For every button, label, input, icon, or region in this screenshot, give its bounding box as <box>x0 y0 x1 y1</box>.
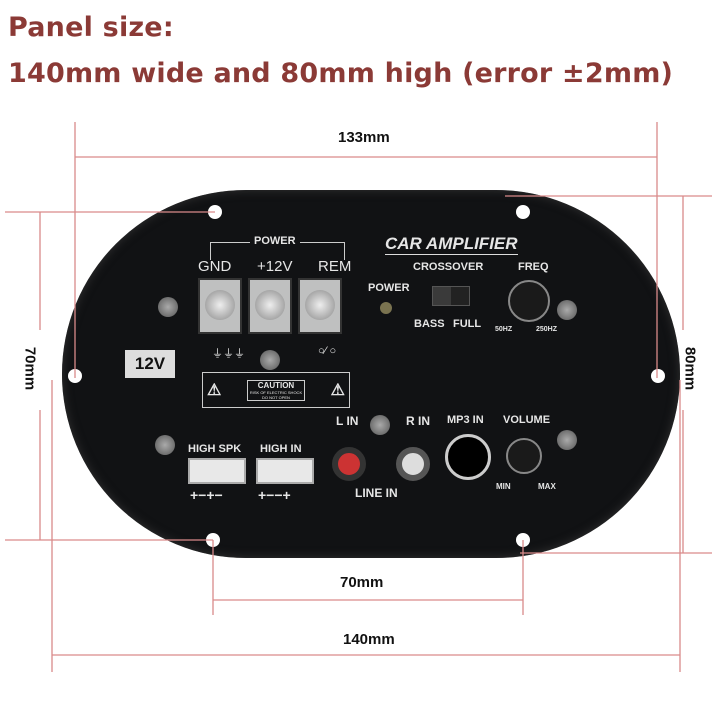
power-group-label: POWER <box>250 235 300 247</box>
crossover-bass: BASS <box>414 318 445 330</box>
freq-min-label: 50HZ <box>495 326 513 333</box>
dim-133mm: 133mm <box>338 129 390 146</box>
terminal-label-rem: REM <box>318 258 352 275</box>
terminal-label-12v: +12V <box>257 258 293 275</box>
warning-lightning-icon: ⚠ <box>207 382 222 399</box>
screw-icon <box>155 435 175 455</box>
caution-label: ⚠ CAUTION RISK OF ELECTRIC SHOCK DO NOT … <box>202 372 350 408</box>
r-in-label: R IN <box>406 414 430 428</box>
dim-70mm-horizontal: 70mm <box>340 574 384 591</box>
freq-max-label: 250HZ <box>536 326 558 333</box>
screw-icon <box>255 290 285 320</box>
dim-80mm: 80mm <box>681 346 699 391</box>
power-led <box>380 302 392 314</box>
high-in-polarity: +−−+ <box>258 487 291 503</box>
power-led-label: POWER <box>368 282 410 294</box>
heading-line2: 140mm wide and 80mm high (error ±2mm) <box>8 58 674 89</box>
warning-exclamation-icon: ⚠ <box>330 382 345 399</box>
dim-70mm-vertical: 70mm <box>21 346 39 391</box>
mount-hole <box>516 205 530 219</box>
volume-knob[interactable] <box>506 438 542 474</box>
terminal-block <box>198 278 342 334</box>
screw-icon <box>370 415 390 435</box>
volume-label: VOLUME <box>503 414 551 426</box>
screw-icon <box>305 290 335 320</box>
mp3-in-label: MP3 IN <box>447 414 484 426</box>
screw-icon <box>557 430 577 450</box>
rca-left-input[interactable] <box>332 447 366 481</box>
caution-line1: RISK OF ELECTRIC SHOCK <box>249 389 303 395</box>
caution-title: CAUTION <box>257 380 295 390</box>
mp3-jack[interactable] <box>445 434 491 480</box>
freq-knob[interactable] <box>508 280 550 322</box>
crossover-switch[interactable] <box>432 286 470 306</box>
screw-icon <box>260 350 280 370</box>
high-spk-polarity: +−+− <box>190 487 223 503</box>
caution-line2: DO NOT OPEN <box>262 394 290 400</box>
switch-symbol-icon: ○⁄ ○ <box>318 345 337 357</box>
screw-icon <box>205 290 235 320</box>
freq-label: FREQ <box>518 261 549 273</box>
terminal-label-gnd: GND <box>198 258 232 275</box>
high-in-label: HIGH IN <box>260 443 302 455</box>
crossover-label: CROSSOVER <box>413 261 484 273</box>
line-in-label: LINE IN <box>355 486 398 500</box>
high-spk-connector[interactable] <box>188 458 246 484</box>
terminal-rem[interactable] <box>298 278 342 334</box>
l-in-label: L IN <box>336 414 359 428</box>
rca-right-input[interactable] <box>396 447 430 481</box>
ground-symbol-icon: ⏚⏚⏚ <box>212 348 245 360</box>
volume-max-label: MAX <box>538 482 556 491</box>
terminal-12v[interactable] <box>248 278 292 334</box>
voltage-badge: 12V <box>125 350 175 378</box>
screw-icon <box>158 297 178 317</box>
crossover-full: FULL <box>453 318 482 330</box>
heading-line1: Panel size: <box>8 12 174 43</box>
terminal-gnd[interactable] <box>198 278 242 334</box>
high-in-connector[interactable] <box>256 458 314 484</box>
screw-icon <box>557 300 577 320</box>
dim-140mm: 140mm <box>343 631 395 648</box>
high-spk-label: HIGH SPK <box>188 443 242 455</box>
brand-label: CAR AMPLIFIER <box>385 234 518 255</box>
mount-hole <box>651 369 665 383</box>
volume-min-label: MIN <box>496 482 511 491</box>
